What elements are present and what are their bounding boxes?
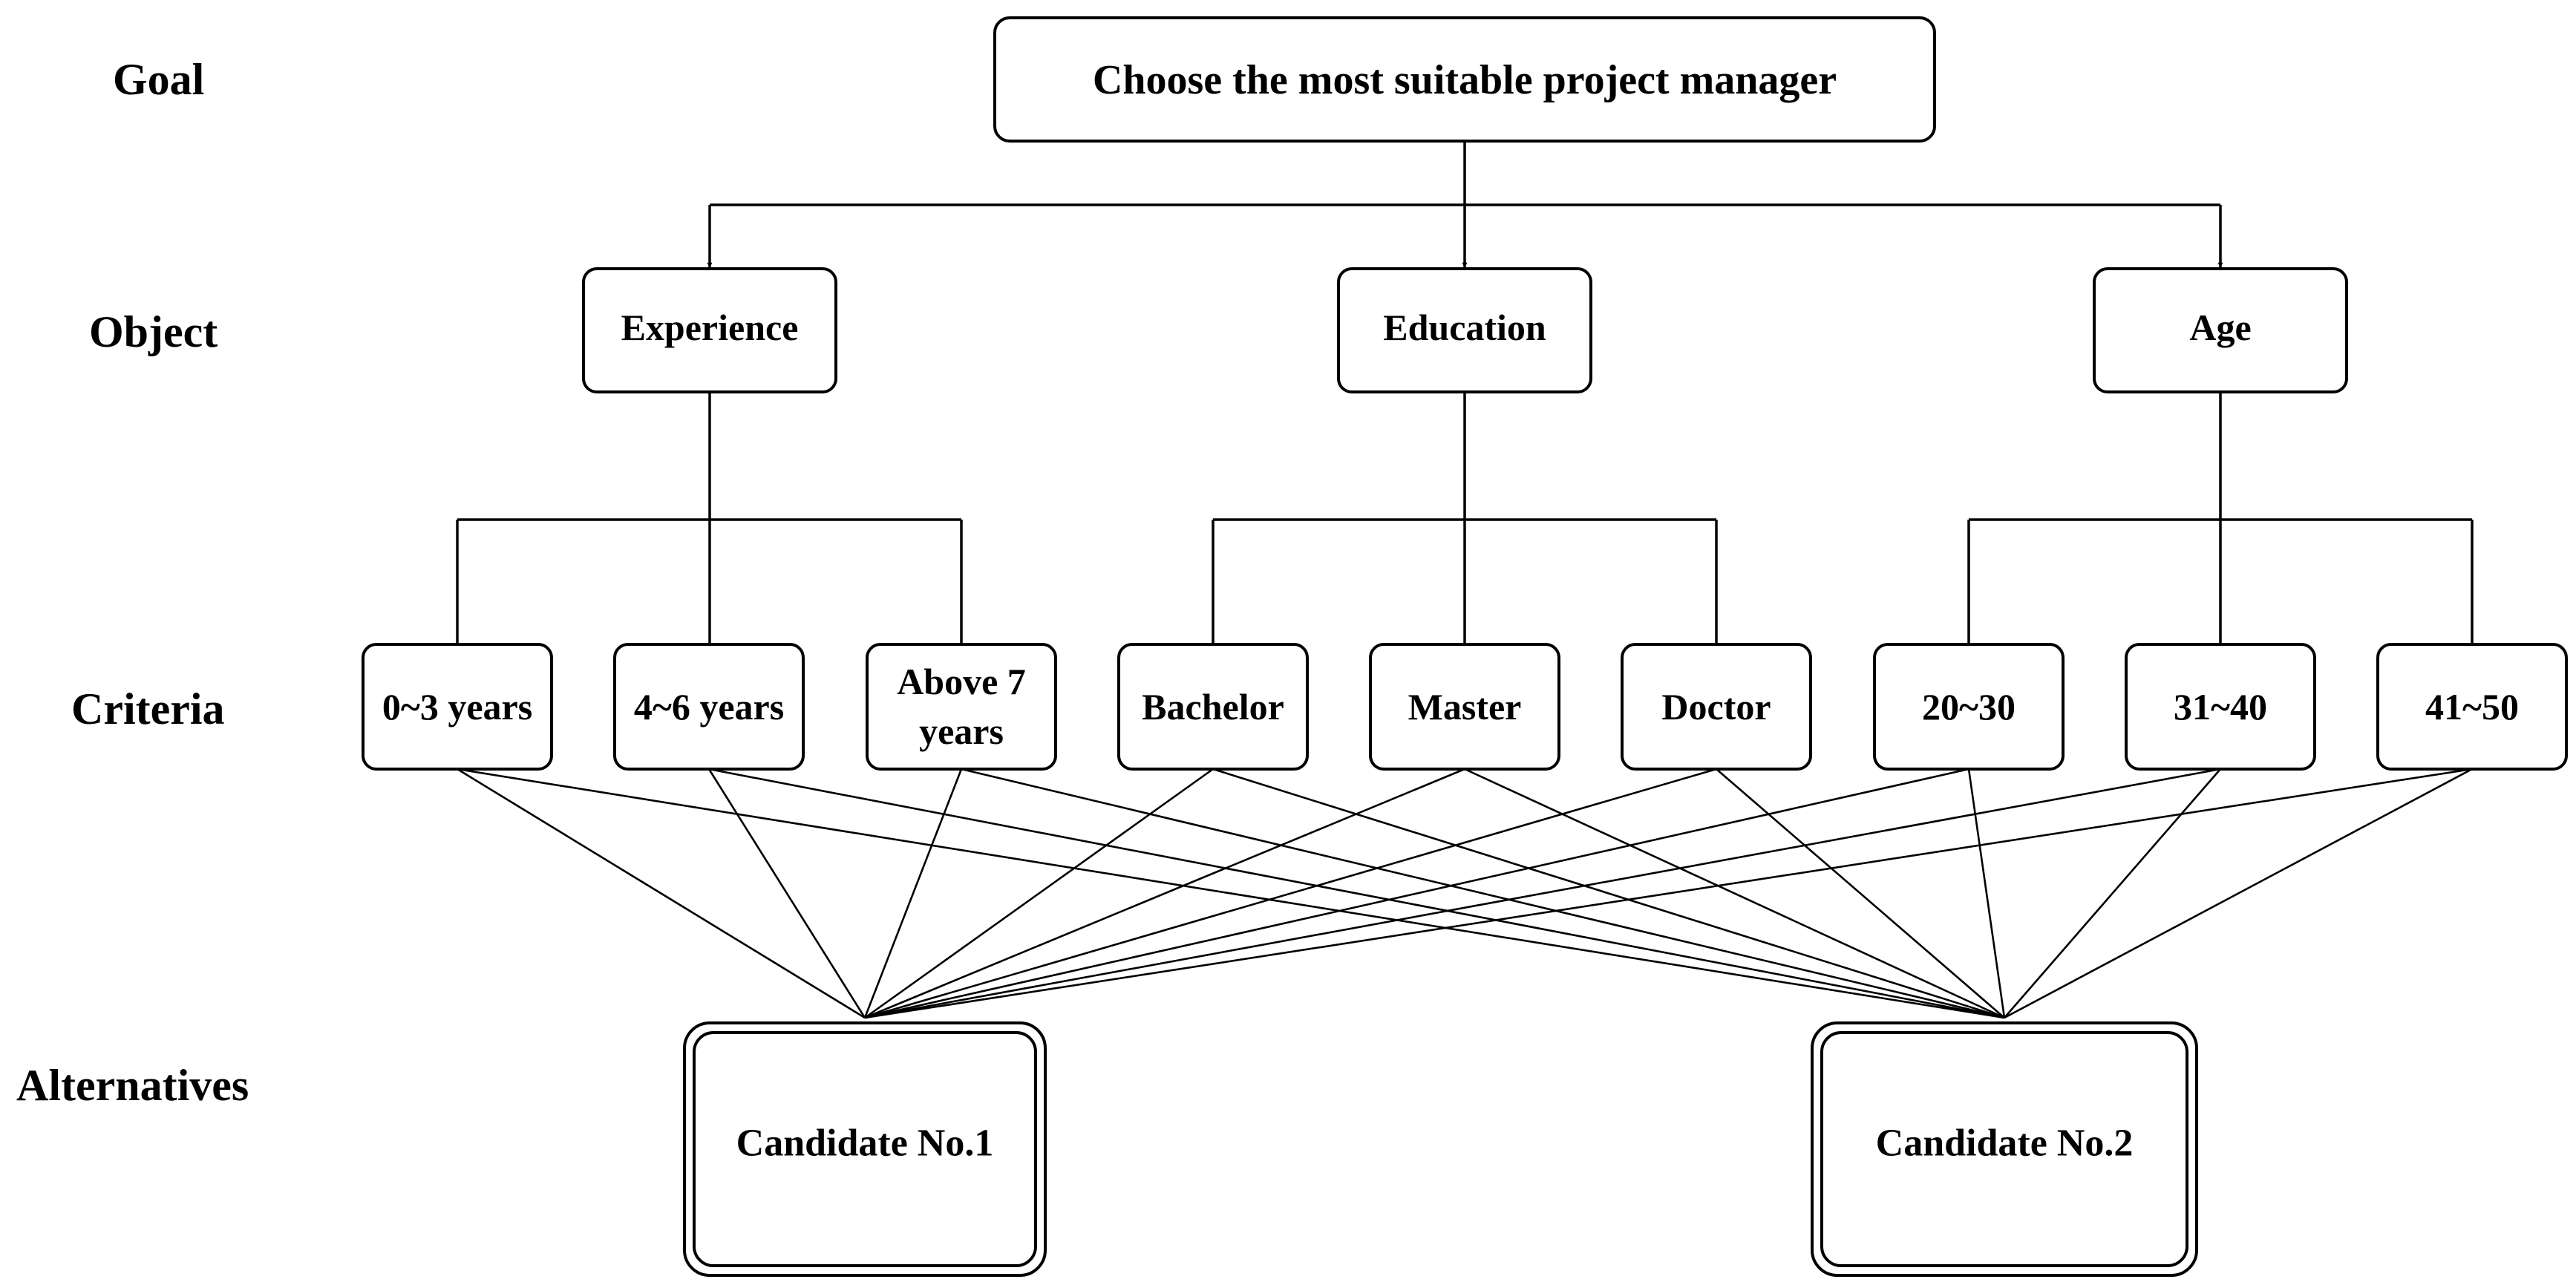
- level-label-goal: Goal: [113, 55, 204, 104]
- criterion-label-above-7-line1: Above 7: [897, 661, 1026, 702]
- object-node-age: Age: [2093, 267, 2348, 393]
- object-node-education: Education: [1337, 267, 1592, 393]
- criterion-node-41-50: 41~50: [2376, 643, 2568, 771]
- criterion-node-4-6-years: 4~6 years: [613, 643, 805, 771]
- level-label-criteria: Criteria: [71, 684, 225, 733]
- criterion-node-master: Master: [1369, 643, 1560, 771]
- criterion-node-20-30: 20~30: [1873, 643, 2065, 771]
- level-label-object: Object: [89, 307, 218, 356]
- criteria-alternative-links: [457, 768, 2473, 1019]
- criterion-label-doctor: Doctor: [1661, 686, 1771, 727]
- alternative-node-candidate-1: Candidate No.1: [683, 1021, 1047, 1277]
- alternative-label-candidate-2: Candidate No.2: [1876, 1122, 2134, 1165]
- goal-connectors: [707, 141, 2223, 268]
- criterion-label-31-40: 31~40: [2174, 686, 2267, 727]
- object-label-experience: Experience: [621, 307, 799, 348]
- criterion-node-above-7-years: Above 7 years: [866, 643, 1057, 771]
- criterion-label-4-6-years: 4~6 years: [634, 686, 784, 727]
- object-label-education: Education: [1383, 307, 1546, 348]
- alternative-node-candidate-2: Candidate No.2: [1811, 1021, 2198, 1277]
- object-label-age: Age: [2189, 307, 2251, 348]
- criterion-label-41-50: 41~50: [2425, 686, 2519, 727]
- criterion-label-0-3-years: 0~3 years: [382, 686, 532, 727]
- criterion-node-doctor: Doctor: [1621, 643, 1812, 771]
- criterion-label-bachelor: Bachelor: [1142, 686, 1284, 727]
- criterion-label-master: Master: [1408, 686, 1522, 727]
- goal-node: Choose the most suitable project manager: [993, 16, 1936, 143]
- object-node-experience: Experience: [582, 267, 837, 393]
- goal-label: Choose the most suitable project manager: [1093, 57, 1837, 103]
- object-criteria-connectors: [456, 392, 2474, 644]
- criterion-node-31-40: 31~40: [2125, 643, 2316, 771]
- criterion-label-20-30: 20~30: [1922, 686, 2016, 727]
- alternative-label-candidate-1: Candidate No.1: [736, 1122, 994, 1165]
- criterion-node-0-3-years: 0~3 years: [362, 643, 553, 771]
- criterion-label-above-7-line2: years: [919, 710, 1004, 752]
- level-label-alternatives: Alternatives: [16, 1061, 249, 1110]
- criterion-node-bachelor: Bachelor: [1117, 643, 1309, 771]
